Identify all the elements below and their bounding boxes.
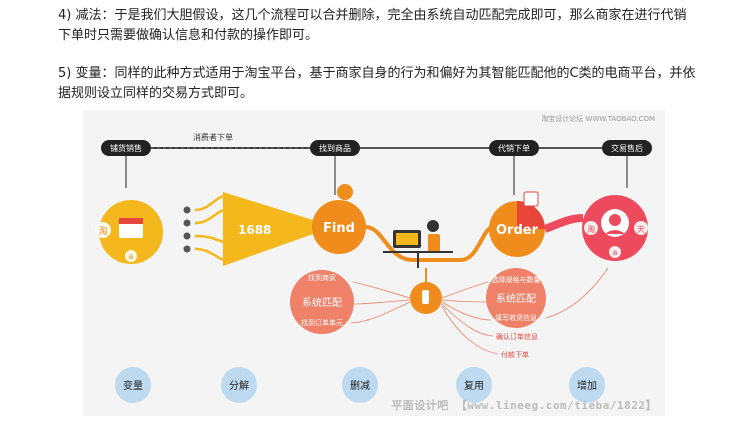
left-icon-a: a <box>129 252 134 261</box>
timeline-label-4: 交易售后 <box>611 143 643 153</box>
right-icon-tian: 天 <box>637 225 645 234</box>
paragraph-variable: 5) 变量：同样的此种方式适用于淘宝平台，基于商家自身的行为和偏好为其智能匹配他… <box>58 66 696 101</box>
funnel-1688 <box>223 192 313 266</box>
click-node <box>410 268 442 314</box>
order-node: Order <box>489 191 545 257</box>
bottom-circle-4: 复用 <box>456 367 492 403</box>
find-node: Find <box>312 184 366 254</box>
bottom-label-4: 复用 <box>464 379 484 392</box>
right-bubble-bottom: 填写收货信息 <box>495 313 537 322</box>
paragraph-subtraction: 4) 减法：于是我们大胆假设，这几个流程可以合并删除，完全由系统自动匹配完成即可… <box>58 8 687 43</box>
orange-pipe <box>365 225 494 262</box>
left-bubble-links <box>350 281 411 324</box>
timeline-tag-3: 代销下单 <box>489 140 539 156</box>
seller-circle: 淘 a <box>95 200 163 264</box>
label-1688: 1688 <box>238 223 271 237</box>
right-bubble-mid: 系统匹配 <box>496 292 536 305</box>
timeline-label-1: 铺货销售 <box>110 143 142 153</box>
yellow-streams <box>194 194 224 262</box>
timeline-tag-4: 交易售后 <box>602 140 652 156</box>
right-bubble-links <box>441 281 499 355</box>
bottom-circle-1: 变量 <box>115 367 151 403</box>
left-bubble: 找到商家 系统匹配 找到订单单元 <box>290 270 354 334</box>
timeline-label-2: 找到商品 <box>319 143 351 153</box>
right-icon-tao: 淘 <box>587 224 595 234</box>
label-find: Find <box>323 221 355 236</box>
timeline-arrow-label: 消费者下单 <box>193 132 233 142</box>
bottom-label-5: 增加 <box>577 379 597 392</box>
bottom-circle-3: 删减 <box>342 367 378 403</box>
diagram-canvas: 消费者下单 铺货销售 找到商品 代销下单 交易售后 淘 a <box>95 132 652 403</box>
timeline-tag-2: 找到商品 <box>310 140 360 156</box>
left-bubble-bottom: 找到订单单元 <box>301 318 343 327</box>
bottom-label-3: 删减 <box>350 380 370 392</box>
return-link <box>545 267 609 319</box>
red-pipe <box>543 214 584 233</box>
label-order: Order <box>496 223 539 238</box>
left-bubble-top: 找到商家 <box>308 273 336 282</box>
left-bubble-mid: 系统匹配 <box>302 296 342 309</box>
right-list-1: 确认订单信息 <box>496 332 538 341</box>
bottom-circle-2: 分解 <box>221 367 257 403</box>
right-list-2: 付款下单 <box>501 350 529 359</box>
right-bubble: 选择规格与数量 系统匹配 填写收货信息 <box>486 268 546 328</box>
process-diagram: 淘宝设计论坛 WWW.TAOBAO.COM 消费者下单 铺货销售 找到商品 代销… <box>83 110 665 416</box>
bottom-label-2: 分解 <box>229 379 249 392</box>
bottom-circle-5: 增加 <box>569 367 605 403</box>
right-bubble-top: 选择规格与数量 <box>492 275 541 284</box>
left-icon-tao: 淘 <box>98 225 107 237</box>
user-dots <box>183 206 191 253</box>
consumer-circle: 淘 天 a <box>582 195 648 261</box>
right-icon-a: a <box>613 248 618 257</box>
corner-watermark: 淘宝设计论坛 WWW.TAOBAO.COM <box>541 115 655 123</box>
timeline-tag-1: 铺货销售 <box>101 140 151 156</box>
timeline-label-3: 代销下单 <box>498 143 530 153</box>
footer-watermark: 平面设计吧 【www.lineeg.com/tieba/1822】 <box>391 399 657 412</box>
bottom-label-1: 变量 <box>123 379 143 392</box>
worker-illustration <box>383 220 453 268</box>
